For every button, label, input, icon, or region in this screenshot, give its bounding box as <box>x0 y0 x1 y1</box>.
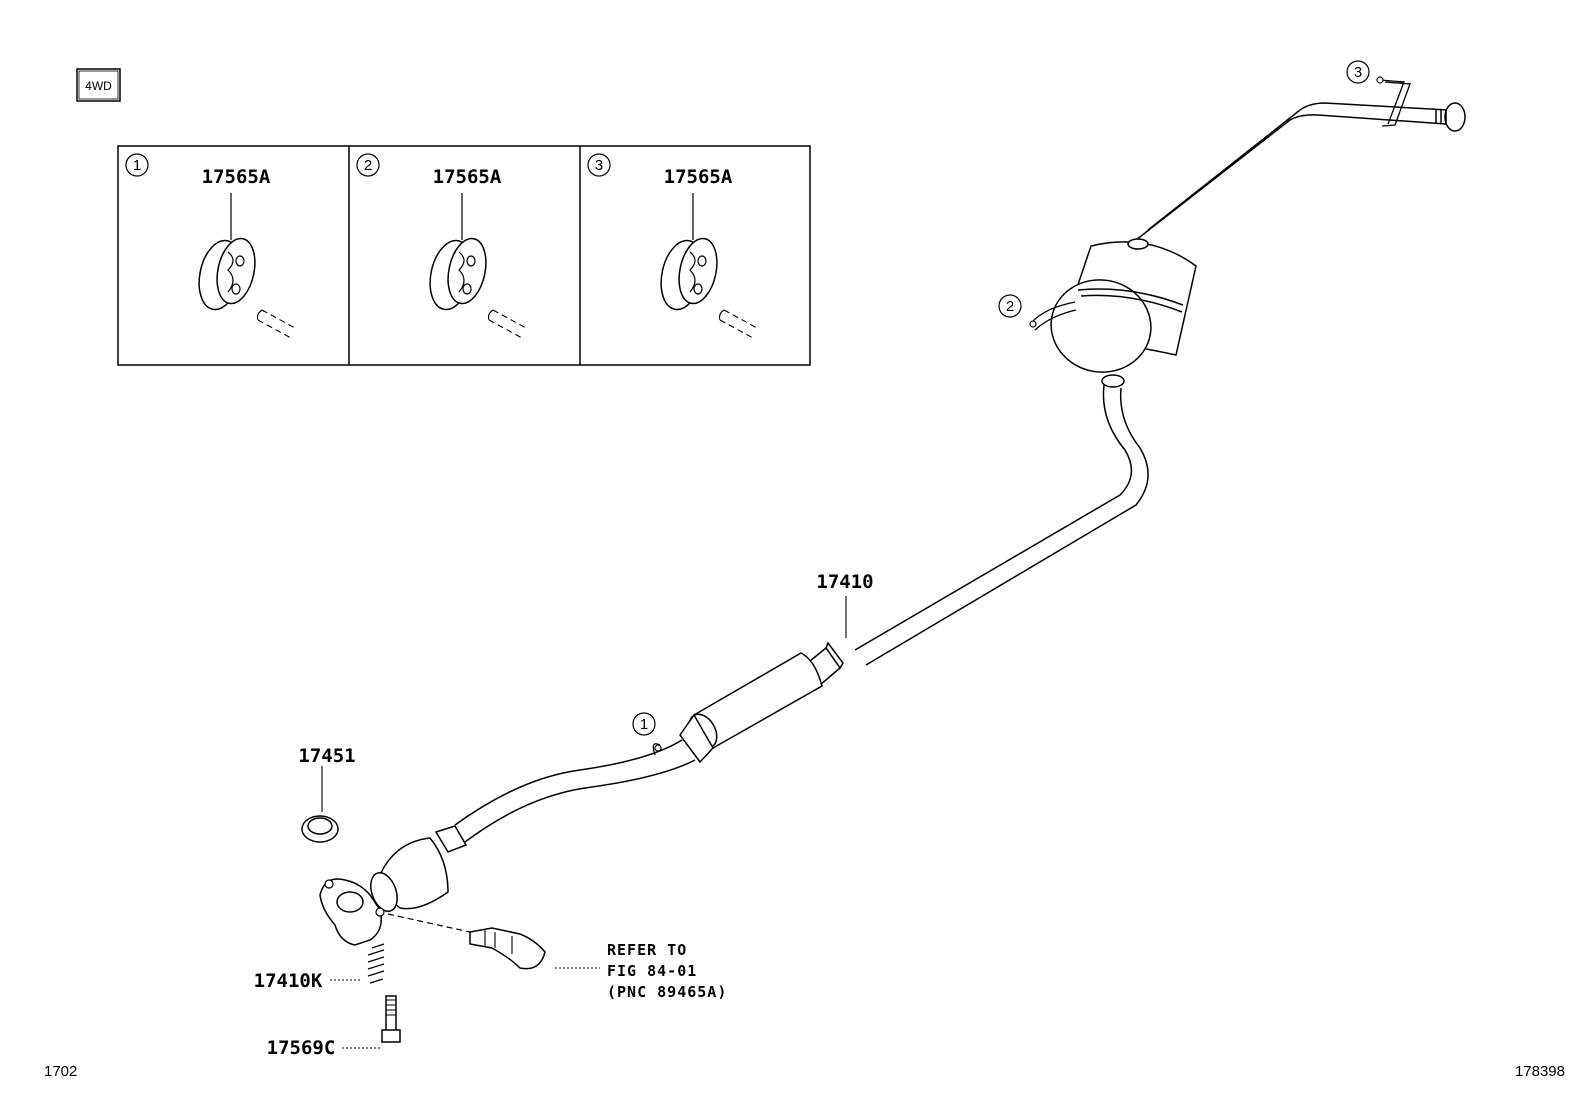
figure-code: 1702 <box>44 1063 77 1080</box>
oxygen-sensor <box>387 913 546 970</box>
refer-note: REFER TO FIG 84-01 (PNC 89465A) <box>607 941 727 1001</box>
variant-badge-text: 4WD <box>85 79 112 93</box>
exhaust-pipe-assembly <box>301 76 1466 1043</box>
bolt <box>381 995 401 1043</box>
hanger-rubber-3 <box>660 237 758 339</box>
part-label-17410K[interactable]: 17410K <box>254 970 323 992</box>
panel-3-ref-circle <box>587 153 611 177</box>
leader-lines <box>321 596 847 1049</box>
panel-2-part-label[interactable]: 17565A <box>433 166 502 188</box>
variant-badge: 4WD <box>76 68 121 102</box>
inset-panel-3: 3 17565A <box>587 153 758 339</box>
callout-ref-3: 3 <box>1346 60 1370 84</box>
hanger-rubber-1 <box>198 237 296 339</box>
rear-muffler <box>1050 238 1197 388</box>
gasket <box>301 815 339 843</box>
panel-2-ref-circle <box>356 153 380 177</box>
part-label-17410[interactable]: 17410 <box>816 571 873 593</box>
part-label-17451[interactable]: 17451 <box>298 745 355 767</box>
panel-1-ref-circle <box>125 153 149 177</box>
spring <box>367 943 385 984</box>
inset-panels <box>117 145 811 366</box>
refer-note-line1: REFER TO <box>607 941 687 959</box>
callout-ref-2: 2 <box>998 294 1022 318</box>
panel-3-part-label[interactable]: 17565A <box>664 166 733 188</box>
callout-ref-1: 1 <box>632 712 656 736</box>
panel-1-part-label[interactable]: 17565A <box>202 166 271 188</box>
part-label-17569C[interactable]: 17569C <box>267 1037 336 1059</box>
inset-panel-2: 2 17565A <box>356 153 527 339</box>
svg-text:1: 1 <box>640 716 648 733</box>
catalytic-converter <box>370 825 468 912</box>
panel-1-ref: 1 <box>133 157 141 174</box>
manifold-flange <box>319 878 385 946</box>
svg-text:2: 2 <box>1006 298 1014 315</box>
hanger-rubber-2 <box>429 237 527 339</box>
svg-text:3: 3 <box>1354 64 1362 81</box>
panel-3-ref: 3 <box>595 157 603 174</box>
panel-2-ref: 2 <box>364 157 372 174</box>
illustration-id: 178398 <box>1515 1063 1565 1080</box>
refer-note-line2[interactable]: FIG 84-01 <box>607 962 697 980</box>
inset-panel-1: 1 17565A <box>125 153 296 339</box>
center-resonator <box>679 641 844 764</box>
refer-note-line3[interactable]: (PNC 89465A) <box>607 983 727 1001</box>
